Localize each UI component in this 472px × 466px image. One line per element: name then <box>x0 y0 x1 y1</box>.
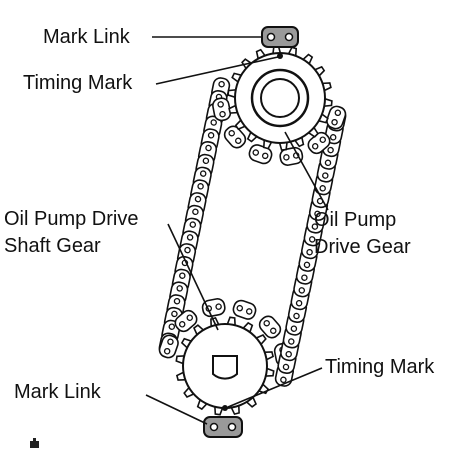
label-oil-pump-drive-gear-line1: Oil Pump <box>314 209 397 231</box>
leader-lines <box>145 36 329 425</box>
label-timing-mark-bottom: Timing Mark <box>325 356 435 378</box>
leader-oil-pump-drive-shaft-gear <box>167 223 219 331</box>
timing-mark-bottom-dot <box>222 405 228 411</box>
chain-link <box>223 125 247 149</box>
chain-loop <box>158 77 347 387</box>
label-timing-mark-top: Timing Mark <box>23 72 133 94</box>
mark-link-bottom <box>203 416 243 438</box>
label-oil-pump-drive-shaft-gear-line2: Shaft Gear <box>4 235 101 257</box>
chain-link <box>232 299 257 320</box>
chain-link <box>307 131 331 155</box>
oil-pump-drive-gear-hub-inner <box>260 78 300 118</box>
label-mark-link-top: Mark Link <box>43 26 130 48</box>
chain-link <box>174 309 198 333</box>
label-mark-link-bottom: Mark Link <box>14 381 101 403</box>
mark-link-top <box>261 26 299 48</box>
chain-link <box>258 315 282 339</box>
leader-oil-pump-drive-gear <box>284 131 329 211</box>
chain-link <box>326 105 347 130</box>
leader-mark-link-bottom <box>145 394 208 425</box>
label-oil-pump-drive-gear-line2: Drive Gear <box>314 236 411 258</box>
corner-glyph <box>30 438 39 448</box>
oil-pump-drive-shaft-gear <box>175 316 275 416</box>
chain-link <box>201 298 226 318</box>
timing-mark-top-dot <box>277 53 283 59</box>
chain-link <box>158 334 179 359</box>
leader-timing-mark-bottom <box>227 367 323 408</box>
chain-link <box>212 97 232 122</box>
label-oil-pump-drive-shaft-gear-line1: Oil Pump Drive <box>4 208 139 230</box>
oil-pump-drive-shaft-gear-bore <box>212 355 238 380</box>
oil-pump-drive-gear <box>227 45 333 151</box>
leader-timing-mark-top <box>155 56 279 85</box>
